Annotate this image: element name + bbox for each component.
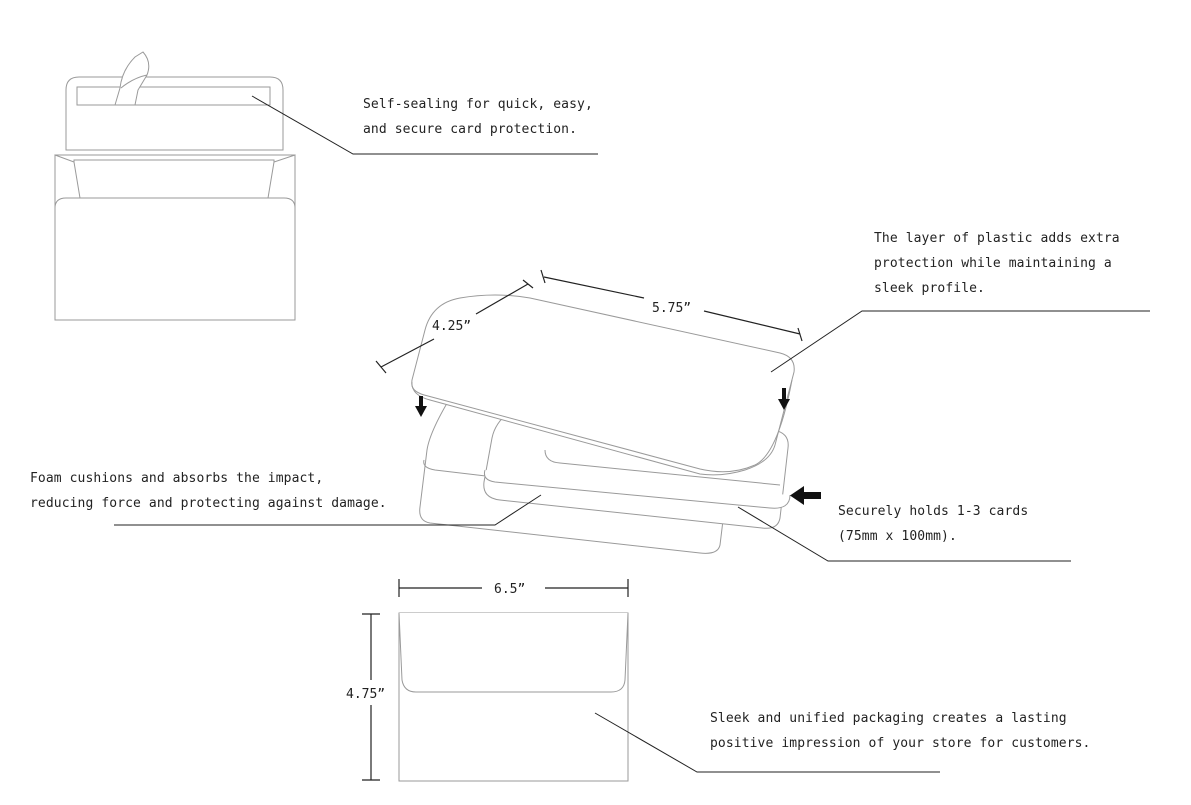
callout-holds-cards-line-1: Securely holds 1-3 cards xyxy=(838,504,1029,519)
card-tray-edge xyxy=(484,469,791,509)
callout-plastic-layer-line-2: protection while maintaining a xyxy=(874,256,1112,271)
callout-holds-cards-line-2: (75mm x 100mm). xyxy=(838,529,957,544)
plastic-layer xyxy=(411,294,795,476)
envelope-front-pocket xyxy=(54,197,296,321)
open-envelope-illustration xyxy=(54,51,296,321)
callout-plastic-layer-line-3: sleek profile. xyxy=(874,281,985,296)
envelope-height-label: 4.75” xyxy=(346,687,385,702)
envelope-height-dimension: 4.75” xyxy=(346,613,385,781)
leader-packaging xyxy=(594,712,940,773)
plastic-layer-edge xyxy=(411,379,793,473)
leader-holds-cards xyxy=(737,506,1071,562)
callout-holds-cards: Securely holds 1-3 cards (75mm x 100mm). xyxy=(838,499,1028,549)
leader-plastic-layer xyxy=(770,310,1150,373)
card-width-dimension: 5.75” xyxy=(540,269,803,342)
callout-packaging-line-1: Sleek and unified packaging creates a la… xyxy=(710,711,1067,726)
closed-envelope-illustration xyxy=(398,612,629,782)
adhesive-strip xyxy=(76,86,271,106)
callout-self-sealing-line-1: Self-sealing for quick, easy, xyxy=(363,97,593,112)
callout-self-sealing: Self-sealing for quick, easy, and secure… xyxy=(363,92,593,142)
card-width-label: 5.75” xyxy=(652,301,691,316)
peel-tab xyxy=(114,51,150,106)
envelope-width-dimension: 6.5” xyxy=(398,579,629,597)
callout-self-sealing-line-2: and secure card protection. xyxy=(363,122,578,137)
card-depth-label: 4.25” xyxy=(432,319,471,334)
card-layers-illustration xyxy=(411,294,795,554)
left-arrow xyxy=(790,486,821,505)
callout-foam: Foam cushions and absorbs the impact, re… xyxy=(30,466,387,516)
callout-foam-line-1: Foam cushions and absorbs the impact, xyxy=(30,471,324,486)
callout-plastic-layer: The layer of plastic adds extra protecti… xyxy=(874,226,1120,301)
leader-foam xyxy=(114,494,542,526)
envelope-width-label: 6.5” xyxy=(494,582,525,597)
card-depth-dimension: 4.25” xyxy=(375,279,534,374)
envelope-inner-card xyxy=(73,159,275,201)
down-arrow-right xyxy=(778,388,790,410)
envelope-flap xyxy=(398,612,629,693)
callout-foam-line-2: reducing force and protecting against da… xyxy=(30,496,387,511)
down-arrow-left xyxy=(415,396,427,417)
card-slot-outline xyxy=(544,449,781,486)
callout-packaging: Sleek and unified packaging creates a la… xyxy=(710,706,1090,756)
callout-plastic-layer-line-1: The layer of plastic adds extra xyxy=(874,231,1120,246)
leader-self-sealing xyxy=(251,95,598,155)
callout-packaging-line-2: positive impression of your store for cu… xyxy=(710,736,1091,751)
